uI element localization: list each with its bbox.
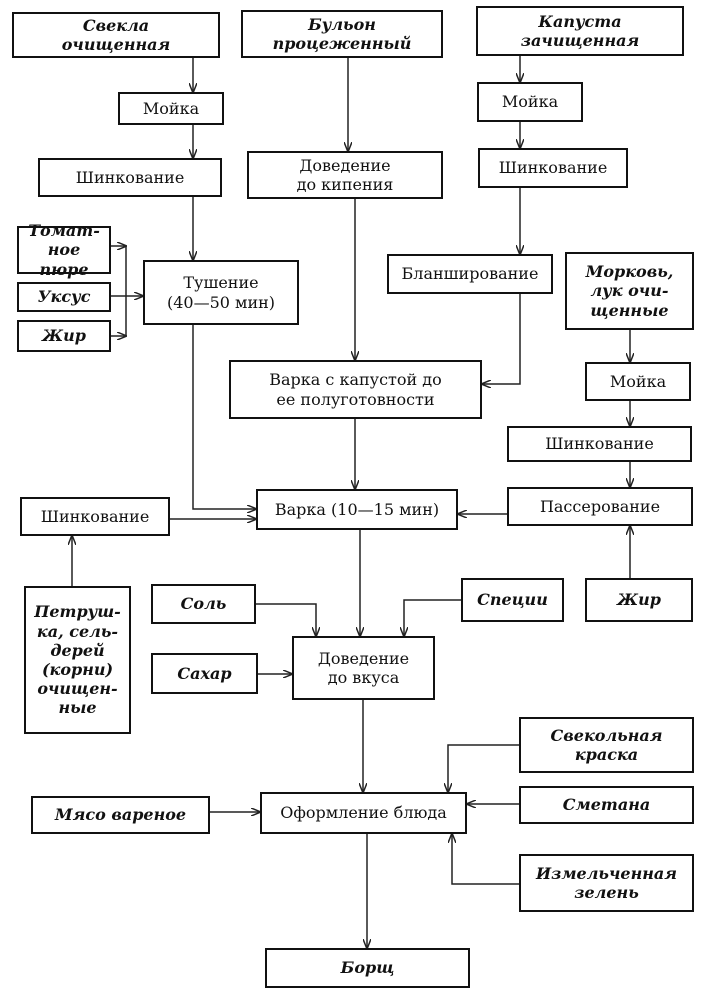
node-spices: Специи (461, 578, 564, 622)
node-parsley-celery: Петруш- ка, сель- дерей (корни) очищен- … (24, 586, 131, 734)
node-sugar: Сахар (151, 653, 258, 694)
node-sour-cream: Сметана (519, 786, 694, 824)
node-salt: Соль (151, 584, 256, 624)
node-cabbage-shred: Шинкование (478, 148, 628, 188)
arrow-greens-to-plating (452, 834, 519, 885)
node-fat-1: Жир (17, 320, 111, 352)
arrow-stewing-to-cook (192, 325, 256, 509)
arrow-blanch-to-cook-cabbage (482, 294, 521, 384)
node-blanching: Бланширование (387, 254, 553, 294)
node-cook: Варка (10—15 мин) (256, 489, 458, 530)
node-carrot-onion: Морковь, лук очи- щенные (565, 252, 694, 330)
node-carrot-wash: Мойка (585, 362, 691, 401)
node-bring-to-boil: Доведение до кипения (247, 151, 443, 199)
node-borscht: Борщ (265, 948, 470, 988)
node-carrot-shred: Шинкование (507, 426, 692, 462)
node-saute: Пассерование (507, 487, 693, 526)
node-beet-peeled: Свекла очищенная (12, 12, 220, 58)
node-chopped-greens: Измельченная зелень (519, 854, 694, 912)
node-stewing: Тушение (40—50 мин) (143, 260, 299, 325)
node-broth-strained: Бульон процеженный (241, 10, 443, 58)
node-tomato-puree: Томат- ное пюре (17, 221, 111, 279)
arrow-spices-to-taste (404, 599, 461, 636)
node-cabbage-cleaned: Капуста зачищенная (476, 6, 684, 56)
node-vinegar: Уксус (17, 282, 111, 312)
node-adjust-taste: Доведение до вкуса (292, 636, 435, 700)
node-cabbage-wash: Мойка (477, 82, 583, 122)
node-beet-shred: Шинкование (38, 158, 222, 197)
arrow-salt-to-taste (256, 603, 316, 636)
arrow-color-to-plating (448, 744, 519, 792)
node-fat-2: Жир (585, 578, 693, 622)
node-boiled-meat: Мясо вареное (31, 796, 210, 834)
node-beet-wash: Мойка (118, 92, 224, 125)
node-cook-with-cabbage: Варка с капустой до ее полуготовности (229, 360, 482, 419)
node-parsley-shred: Шинкование (20, 497, 170, 536)
node-plating: Оформление блюда (260, 792, 467, 834)
node-beet-coloring: Свекольная краска (519, 717, 694, 773)
